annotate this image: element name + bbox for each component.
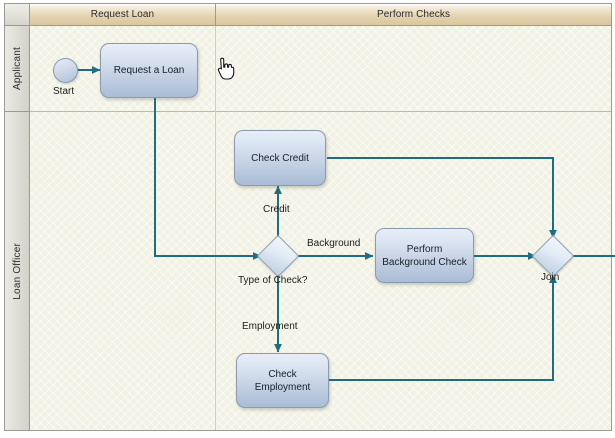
task-label-check-employment-line2: Employment xyxy=(254,381,311,393)
start-event-label: Start xyxy=(53,86,75,97)
task-label-check-employment-line1: Check xyxy=(268,368,297,380)
start-event[interactable] xyxy=(53,58,78,83)
task-label-perform-background-check-line2: Background Check xyxy=(382,256,467,268)
flow-label-credit: Credit xyxy=(263,204,290,215)
phase-label-perform-checks: Perform Checks xyxy=(376,9,451,20)
gateway-label-join: Join xyxy=(541,272,560,283)
lane-header-loan-officer[interactable]: Loan Officer xyxy=(5,112,30,430)
flow-label-background: Background xyxy=(307,238,361,249)
task-label-check-credit: Check Credit xyxy=(251,152,309,164)
lane-label-applicant: Applicant xyxy=(11,47,23,90)
phase-header-request-loan[interactable]: Request Loan xyxy=(30,4,216,26)
pointing-hand-cursor xyxy=(217,57,235,80)
task-check-employment[interactable]: Check Employment xyxy=(236,353,329,408)
lane-header-applicant[interactable]: Applicant xyxy=(5,26,30,112)
pool-corner-cell xyxy=(5,4,30,26)
phase-label-request-loan: Request Loan xyxy=(90,9,155,20)
phase-header-perform-checks[interactable]: Perform Checks xyxy=(216,4,611,26)
gateway-label-type-of-check: Type of Check? xyxy=(238,275,308,286)
flow-label-employment: Employment xyxy=(242,321,298,332)
task-label-perform-background-check-line1: Perform xyxy=(406,243,443,255)
task-request-a-loan[interactable]: Request a Loan xyxy=(100,43,198,98)
task-check-credit[interactable]: Check Credit xyxy=(234,130,326,186)
task-perform-background-check[interactable]: Perform Background Check xyxy=(375,228,474,283)
phase-separator xyxy=(215,26,216,430)
lane-label-loan-officer: Loan Officer xyxy=(11,242,23,300)
task-label-request-a-loan: Request a Loan xyxy=(113,65,185,76)
